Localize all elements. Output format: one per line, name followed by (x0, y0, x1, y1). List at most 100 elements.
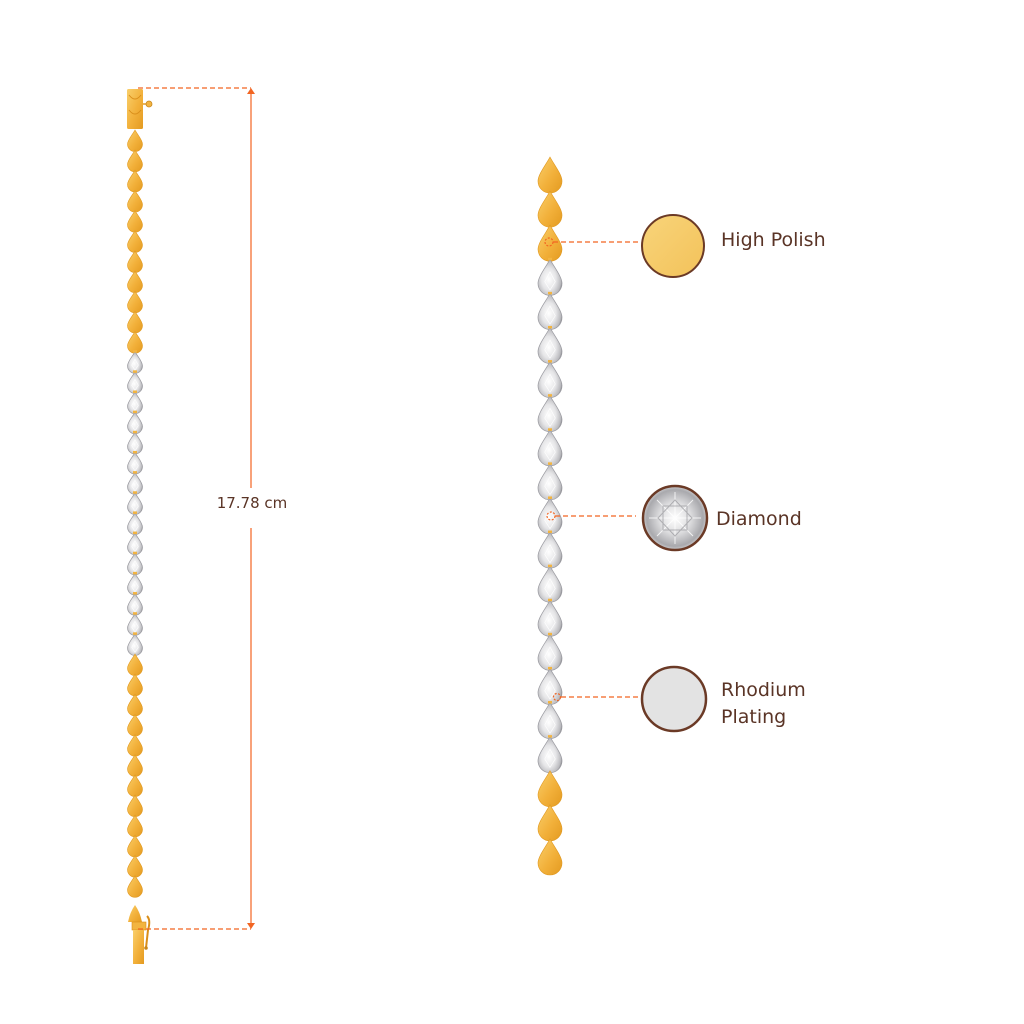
gold-link (127, 270, 143, 293)
high-polish-swatch (641, 214, 705, 278)
gold-link (127, 814, 143, 838)
diamond-facet (544, 407, 556, 428)
link-connector (548, 666, 552, 670)
link-connector (548, 598, 552, 602)
diamond-swatch (641, 484, 709, 552)
gold-link (127, 250, 143, 273)
gold-link (537, 804, 563, 842)
diamond-facet (544, 543, 556, 564)
diamond-facet (131, 419, 139, 432)
diamond-facet (544, 475, 556, 496)
link-connector (133, 370, 137, 373)
link-connector (133, 450, 137, 454)
link-connector (133, 551, 137, 555)
length-label: 17.78 cm (202, 494, 302, 512)
link-connector (548, 257, 552, 261)
diamond-facet (544, 680, 556, 700)
gold-link (537, 224, 563, 262)
link-connector (133, 531, 137, 535)
gold-link (127, 854, 143, 878)
gold-link (127, 713, 143, 737)
link-connector (133, 471, 137, 474)
top-clasp (127, 89, 153, 129)
bottom-clasp (128, 905, 151, 964)
diamond-facet (131, 580, 139, 593)
gold-link (127, 189, 143, 213)
link-connector (548, 394, 552, 397)
link-connector (548, 735, 552, 738)
high-polish-label: High Polish (721, 229, 826, 251)
rhodium-swatch (640, 665, 708, 733)
rhodium-label-line1: Rhodium (721, 679, 806, 701)
diamond-facet (544, 612, 556, 632)
gold-link (127, 330, 143, 354)
link-connector (548, 291, 552, 295)
diamond-facet (544, 646, 556, 666)
diamond-facet (131, 358, 139, 371)
gold-link (127, 290, 143, 314)
diamond-facet (544, 271, 556, 291)
diamond-facet (544, 578, 556, 598)
diamond-facet (131, 398, 139, 412)
link-connector (133, 390, 137, 393)
link-connector (133, 632, 137, 635)
gold-link (127, 673, 143, 697)
link-connector (548, 360, 552, 363)
link-connector (548, 325, 552, 329)
gold-link (127, 733, 143, 757)
link-connector (548, 632, 552, 636)
link-connector (133, 430, 137, 434)
diamond-facet (131, 459, 139, 472)
arrow-down-icon (247, 923, 255, 929)
link-connector (548, 701, 552, 704)
gold-link (127, 169, 143, 193)
diamond-facet (131, 479, 139, 492)
gold-link (537, 190, 563, 228)
gold-link (127, 774, 143, 797)
diamond-facet (544, 305, 556, 325)
gold-link (127, 310, 143, 334)
gold-link (127, 230, 143, 253)
diamond-facet (544, 373, 556, 393)
full-bracelet (127, 129, 143, 898)
gold-link (127, 149, 143, 173)
diamond-facet (131, 640, 139, 653)
link-connector (548, 496, 552, 499)
link-connector (133, 571, 137, 575)
link-connector (548, 564, 552, 568)
gold-link (537, 770, 563, 808)
diamond-facet (131, 539, 139, 553)
diamond-facet (544, 748, 556, 768)
link-connector (548, 428, 552, 431)
link-connector (133, 612, 137, 615)
diamond-facet (131, 519, 139, 532)
gold-link (127, 653, 143, 676)
link-connector (133, 592, 137, 595)
gold-link (127, 875, 143, 898)
diamond-facet (131, 560, 139, 573)
link-connector (133, 491, 137, 494)
gold-link (127, 209, 143, 233)
gold-link (537, 156, 563, 194)
length-dimension (138, 87, 255, 930)
link-connector (548, 462, 552, 465)
diamond-label: Diamond (716, 508, 802, 530)
gold-link (127, 754, 143, 777)
link-connector (548, 530, 552, 534)
gold-link (127, 794, 143, 817)
diamond-facet (131, 620, 139, 633)
diamond-facet (131, 378, 139, 391)
diamond-facet (544, 441, 556, 462)
gold-link (127, 693, 143, 717)
rhodium-label-line2: Plating (721, 706, 787, 728)
callout-leaders (544, 237, 640, 702)
diamond-facet (131, 439, 139, 452)
link-connector (133, 410, 137, 414)
gold-link (537, 838, 563, 876)
link-connector (133, 511, 137, 514)
arrow-up-icon (247, 88, 255, 94)
diamond-facet (544, 714, 556, 734)
rhodium-plating-label: Rhodium Plating (721, 677, 806, 731)
detail-bracelet (537, 156, 563, 876)
